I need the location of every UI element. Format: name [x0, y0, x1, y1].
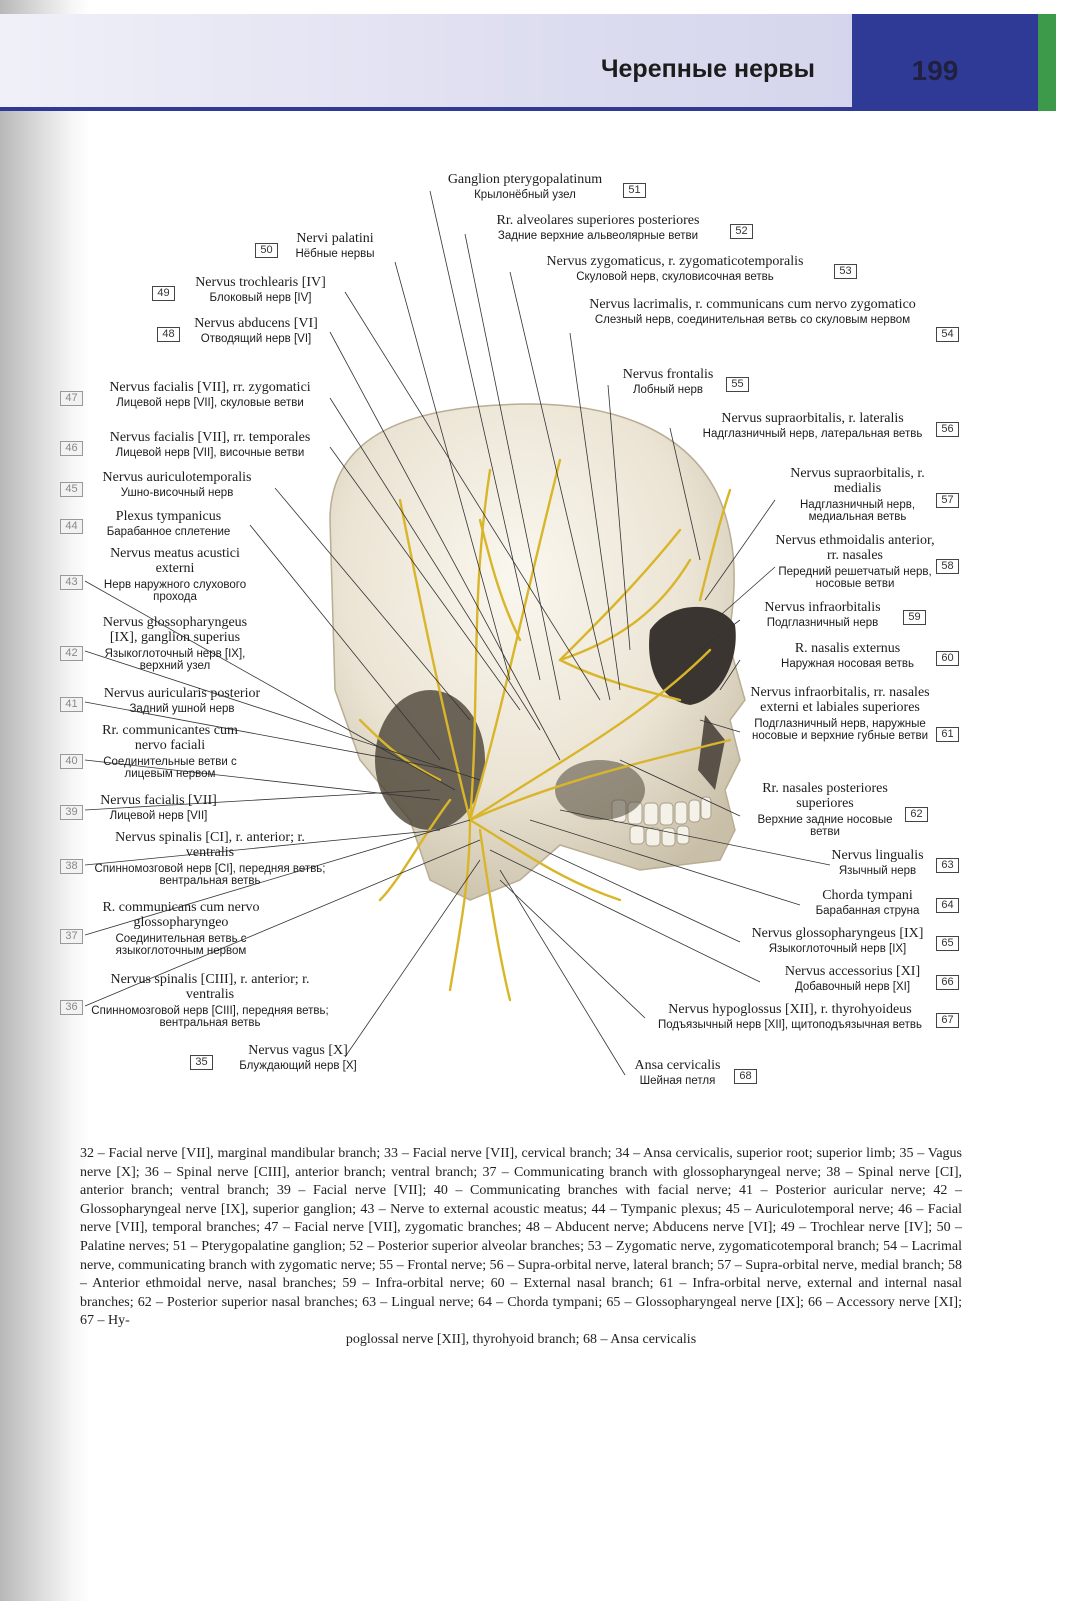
label-number-39: 39: [60, 805, 83, 820]
label-38: Nervus spinalis [CI], r. anterior; r. ve…: [94, 830, 326, 888]
label-number-60: 60: [936, 651, 959, 666]
orbit-shape: [649, 606, 736, 705]
label-number-59: 59: [903, 610, 926, 625]
label-number-44: 44: [60, 519, 83, 534]
label-number-49: 49: [152, 286, 175, 301]
label-number-48: 48: [157, 327, 180, 342]
label-number-35: 35: [190, 1055, 213, 1070]
label-number-47: 47: [60, 391, 83, 406]
label-36: Nervus spinalis [CIII], r. anterior; r. …: [91, 972, 329, 1030]
label-65: Nervus glossopharyngeus [IX]Языкоглоточн…: [751, 926, 924, 956]
label-42: Nervus glossopharyngeus [IX], ganglion s…: [102, 615, 248, 673]
label-number-40: 40: [60, 754, 83, 769]
chapter-color-tab: [1038, 14, 1056, 111]
leader-lines: [84, 190, 831, 1076]
label-67: Nervus hypoglossus [XII], r. thyrohyoide…: [657, 1002, 923, 1032]
page-number-tab: [852, 14, 1038, 111]
label-number-52: 52: [730, 224, 753, 239]
label-number-50: 50: [255, 243, 278, 258]
label-61: Nervus infraorbitalis, rr. nasales exter…: [750, 685, 930, 743]
caption-body: 32 – Facial nerve [VII], marginal mandib…: [80, 1146, 962, 1329]
nerve-branches: [358, 458, 732, 1002]
label-37: R. communicans cum nervo glossopharyngeo…: [102, 900, 260, 958]
label-number-45: 45: [60, 482, 83, 497]
nasal-aperture: [698, 715, 725, 790]
skull-illustration: [84, 190, 831, 1076]
temporal-region: [375, 690, 485, 830]
label-number-43: 43: [60, 575, 83, 590]
label-number-42: 42: [60, 646, 83, 661]
chapter-title: Черепные нервы: [600, 55, 815, 83]
label-number-57: 57: [936, 493, 959, 508]
figure-caption: 32 – Facial nerve [VII], marginal mandib…: [80, 1145, 962, 1350]
maxillary-region: [555, 760, 645, 820]
label-number-41: 41: [60, 697, 83, 712]
label-number-62: 62: [905, 807, 928, 822]
label-number-58: 58: [936, 559, 959, 574]
header-rule: [0, 107, 1056, 111]
label-number-61: 61: [936, 727, 959, 742]
label-number-51: 51: [623, 183, 646, 198]
label-54: Nervus lacrimalis, r. communicans cum ne…: [589, 297, 916, 327]
page-number: 199: [911, 55, 959, 86]
label-number-68: 68: [734, 1069, 757, 1084]
label-53: Nervus zygomaticus, r. zygomaticotempora…: [546, 254, 804, 284]
label-number-55: 55: [726, 377, 749, 392]
label-number-63: 63: [936, 858, 959, 873]
page-gutter-shadow: [0, 0, 90, 1601]
label-number-64: 64: [936, 898, 959, 913]
label-number-36: 36: [60, 1000, 83, 1015]
label-number-66: 66: [936, 975, 959, 990]
label-number-38: 38: [60, 859, 83, 874]
label-58: Nervus ethmoidalis anterior, rr. nasales…: [775, 533, 935, 591]
label-35: Nervus vagus [X]Блуждающий нерв [X]: [239, 1043, 357, 1073]
label-number-53: 53: [834, 264, 857, 279]
label-number-37: 37: [60, 929, 83, 944]
label-number-56: 56: [936, 422, 959, 437]
label-48: Nervus abducens [VI]Отводящий нерв [VI]: [194, 316, 318, 346]
label-66: Nervus accessorius [XI]Добавочный нерв […: [784, 964, 921, 994]
caption-last-line: poglossal nerve [XII], thyrohyoid branch…: [345, 1331, 697, 1347]
label-39: Nervus facialis [VII]Лицевой нерв [VII]: [100, 793, 217, 823]
label-number-46: 46: [60, 441, 83, 456]
label-number-65: 65: [936, 936, 959, 951]
teeth: [611, 796, 712, 847]
label-number-54: 54: [936, 327, 959, 342]
label-number-67: 67: [936, 1013, 959, 1028]
label-49: Nervus trochlearis [IV]Блоковый нерв [IV…: [195, 275, 326, 305]
